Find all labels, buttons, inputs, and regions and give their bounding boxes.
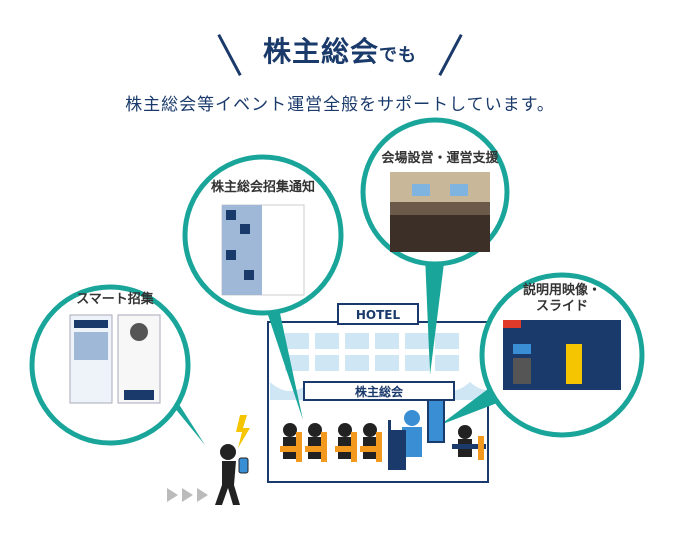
title-suffix: でも [379,45,417,66]
bubble-notice [182,154,344,316]
walking-person-icon [215,444,249,505]
slides-label-line2: スライド [535,299,588,314]
triple-arrow-icon [167,488,208,502]
smart-label: スマート招集 [76,292,154,307]
hotel-sign-text: HOTEL [355,308,401,322]
venue-label: 会場設営・運営支援 [381,151,499,166]
speaker [388,410,422,470]
audience [280,423,382,462]
hotel-building [267,321,506,483]
lightning-icon [236,415,250,448]
bubble-venue [360,117,510,267]
page-subtitle: 株主総会等イベント運営全般をサポートしています。 [125,95,555,115]
staff-desk [452,425,486,460]
banner-text: 株主総会 [354,385,403,399]
notice-label: 株主総会招集通知 [210,180,315,195]
slides-label-line1: 説明用映像・ [522,283,601,298]
bubble-slides [479,272,645,438]
hotel-sign [337,303,419,325]
meeting-banner [303,381,455,401]
title-main: 株主総会 [262,35,379,68]
screen [427,399,445,443]
page-title: 株主総会でも [0,30,680,70]
bubble-smart [29,284,191,446]
